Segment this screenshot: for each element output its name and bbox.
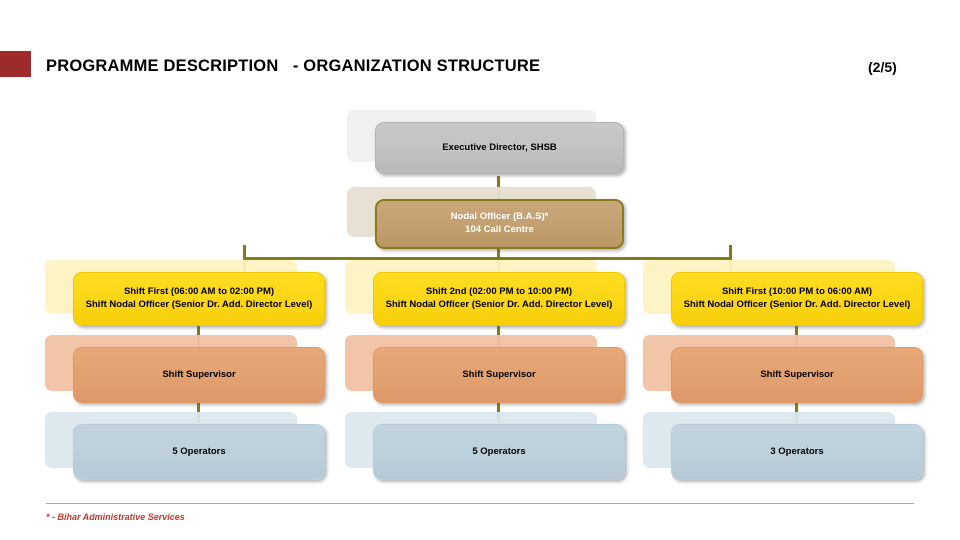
node-shift-supervisor-1[interactable]: Shift Supervisor [45, 335, 325, 403]
node-shift-supervisor-2[interactable]: Shift Supervisor [345, 335, 625, 403]
node-box-shift-supervisor-1[interactable]: Shift Supervisor [73, 347, 325, 403]
node-label-line1: Shift First (10:00 PM to 06:00 AM) [721, 286, 873, 298]
node-shift-first-night[interactable]: Shift First (10:00 PM to 06:00 AM) Shift… [643, 260, 923, 326]
node-box-nodal-officer[interactable]: Nodal Officer (B.A.S)* 104 Call Centre [375, 199, 624, 249]
node-label-line2: Shift Nodal Officer (Senior Dr. Add. Dir… [683, 299, 911, 310]
node-executive-director[interactable]: Executive Director, SHSB [347, 110, 624, 174]
node-shift-supervisor-3[interactable]: Shift Supervisor [643, 335, 923, 403]
footnote-text: * - Bihar Administrative Services [46, 512, 185, 522]
page-title: PROGRAMME DESCRIPTION - ORGANIZATION STR… [46, 57, 541, 75]
node-label-line1: 3 Operators [770, 445, 824, 457]
node-label-line1: Shift Supervisor [760, 368, 834, 380]
accent-block-icon [0, 51, 31, 77]
connector-drop-shift-3 [729, 245, 732, 273]
node-label-line2: 104 Call Centre [465, 224, 534, 235]
node-label-line1: 5 Operators [472, 445, 526, 457]
node-shift-first-morning[interactable]: Shift First (06:00 AM to 02:00 PM) Shift… [45, 260, 325, 326]
footer-divider [46, 503, 914, 504]
connector-nodal-bus-left [243, 257, 499, 260]
connector-nodal-stem [497, 245, 500, 259]
node-box-executive-director[interactable]: Executive Director, SHSB [375, 122, 624, 174]
node-box-shift-supervisor-2[interactable]: Shift Supervisor [373, 347, 625, 403]
node-nodal-officer[interactable]: Nodal Officer (B.A.S)* 104 Call Centre [347, 187, 624, 249]
connector-nodal-bus-right [497, 257, 732, 260]
node-shift-second-afternoon[interactable]: Shift 2nd (02:00 PM to 10:00 PM) Shift N… [345, 260, 625, 326]
node-label-line1: Executive Director, SHSB [442, 141, 557, 153]
node-box-shift-first-morning[interactable]: Shift First (06:00 AM to 02:00 PM) Shift… [73, 272, 325, 326]
node-box-operators-3[interactable]: 3 Operators [671, 424, 923, 480]
node-label-line1: Shift First (06:00 AM to 02:00 PM) [123, 286, 275, 298]
node-label-line2: Shift Nodal Officer (Senior Dr. Add. Dir… [385, 299, 613, 310]
node-operators-1[interactable]: 5 Operators [45, 412, 325, 480]
node-operators-3[interactable]: 3 Operators [643, 412, 923, 480]
connector-drop-shift-1 [243, 245, 246, 273]
node-label-line1: Nodal Officer (B.A.S)* [450, 211, 549, 223]
node-label-line1: Shift 2nd (02:00 PM to 10:00 PM) [425, 286, 573, 298]
node-box-operators-1[interactable]: 5 Operators [73, 424, 325, 480]
page-counter: (2/5) [868, 59, 897, 75]
node-box-shift-supervisor-3[interactable]: Shift Supervisor [671, 347, 923, 403]
node-label-line1: Shift Supervisor [162, 368, 236, 380]
node-label-line2: Shift Nodal Officer (Senior Dr. Add. Dir… [85, 299, 313, 310]
slide-header: PROGRAMME DESCRIPTION - ORGANIZATION STR… [0, 0, 960, 100]
node-operators-2[interactable]: 5 Operators [345, 412, 625, 480]
node-label-line1: 5 Operators [172, 445, 226, 457]
node-label-line1: Shift Supervisor [462, 368, 536, 380]
node-box-shift-first-night[interactable]: Shift First (10:00 PM to 06:00 AM) Shift… [671, 272, 923, 326]
node-box-operators-2[interactable]: 5 Operators [373, 424, 625, 480]
node-box-shift-second-afternoon[interactable]: Shift 2nd (02:00 PM to 10:00 PM) Shift N… [373, 272, 625, 326]
